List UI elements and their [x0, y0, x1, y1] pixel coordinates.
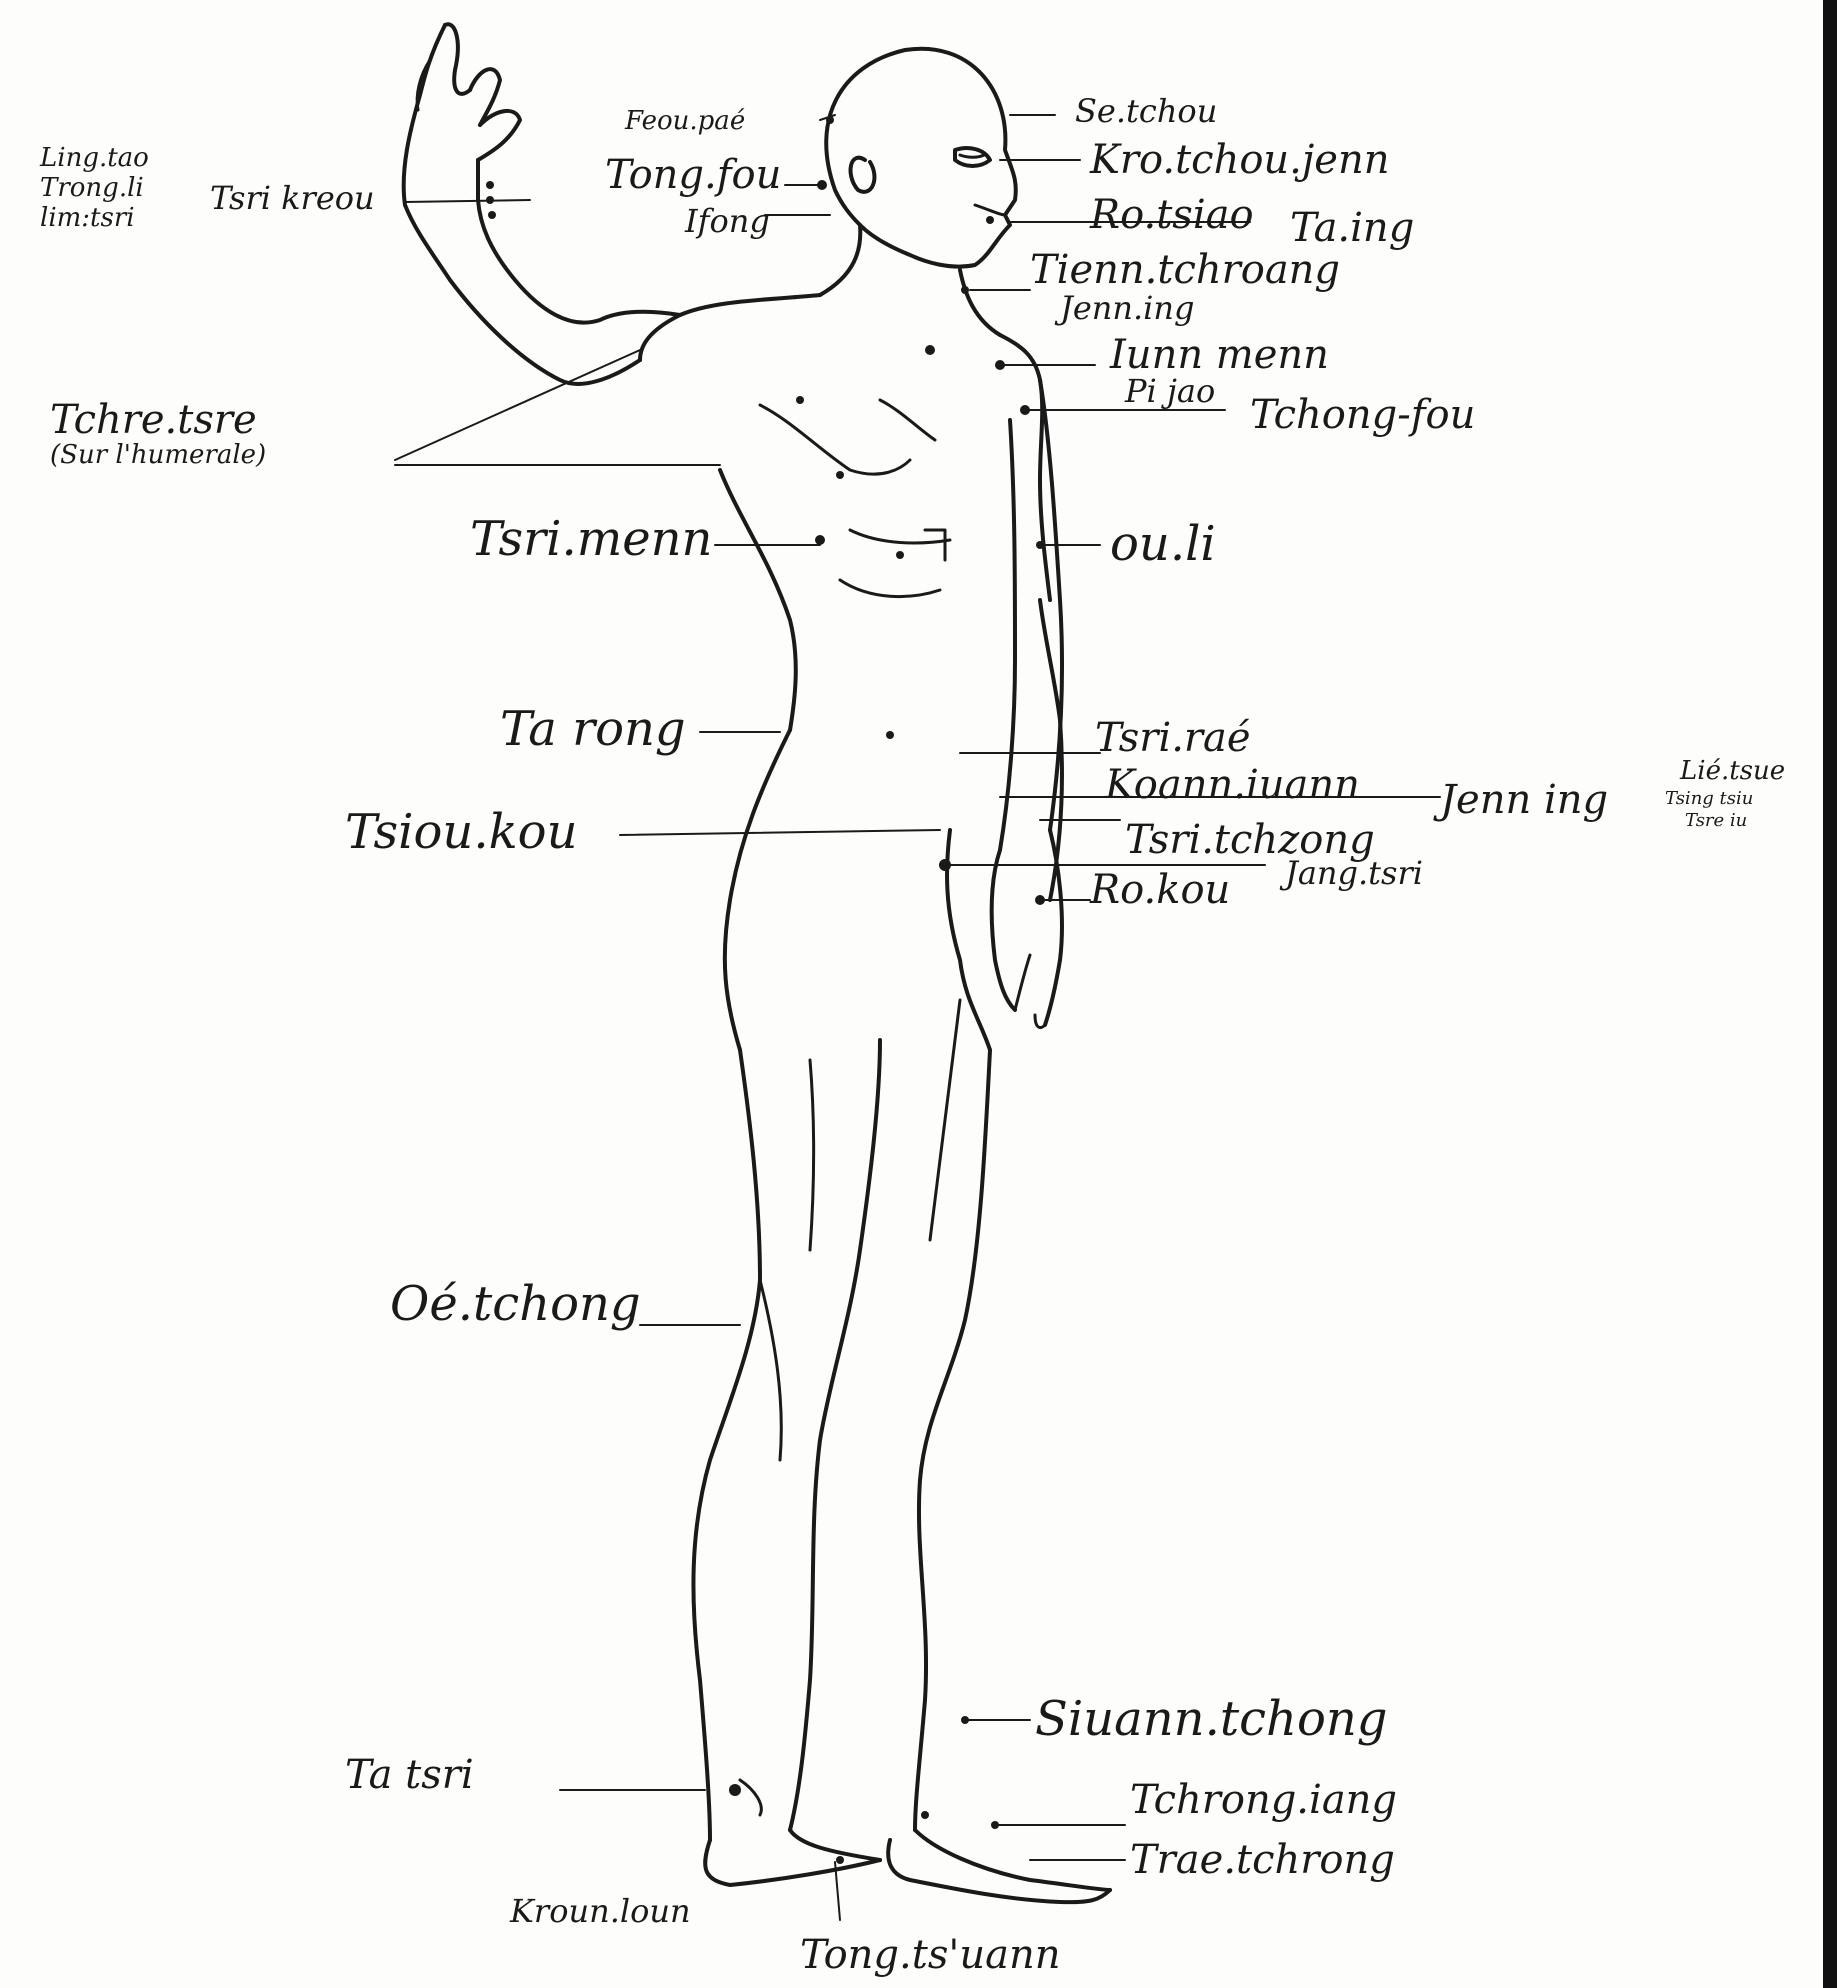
label-tsing-tsiu: Tsing tsiu — [1665, 790, 1753, 808]
label-pi-jao: Pi jao — [1125, 375, 1215, 407]
label-tienn-tchroang: Tienn.tchroang — [1030, 250, 1340, 290]
label-tsiou-kou: Tsiou.kou — [345, 808, 577, 856]
label-iunn-menn: Iunn menn — [1110, 335, 1329, 375]
head-outline — [826, 49, 1016, 267]
legs-outline — [693, 720, 1062, 1840]
label-kroun-loun: Kroun.loun — [510, 1895, 691, 1927]
label-trong-li: Trong.li — [40, 175, 144, 201]
label-oe-tchong: Oé.tchong — [390, 1280, 641, 1328]
label-ro-tsiao: Ro.tsiao — [1090, 195, 1254, 235]
label-feou-pae: Feou.paé — [625, 108, 745, 134]
leader-lines — [395, 115, 1440, 1920]
label-tchrong-iang: Tchrong.iang — [1130, 1780, 1397, 1820]
torso-outline — [640, 225, 1060, 730]
label-tsri-rae: Tsri.raé — [1095, 718, 1251, 758]
label-tong-tsuann: Tong.ts'uann — [800, 1935, 1060, 1975]
scan-edge-shadow — [1823, 0, 1837, 1988]
label-ta-ing: Ta.ing — [1290, 208, 1414, 248]
label-tchre-tsre: Tchre.tsre — [50, 400, 257, 440]
label-trae-tchrong: Trae.tchrong — [1130, 1840, 1395, 1880]
label-ling-tao: Ling.tao — [40, 145, 149, 171]
label-kro-tchou-jenn: Kro.tchou.jenn — [1090, 140, 1390, 180]
label-tsre-iu: Tsre iu — [1685, 812, 1747, 830]
hanging-arm-outline — [992, 380, 1062, 1028]
feet-outline — [705, 1780, 1110, 1902]
label-tsri-menn: Tsri.menn — [470, 515, 712, 563]
label-lie-tsue: Lié.tsue — [1680, 758, 1785, 784]
label-ro-kou: Ro.kou — [1090, 870, 1230, 910]
label-koann-iuann: Koann.iuann — [1105, 765, 1360, 805]
label-tchong-fou: Tchong-fou — [1250, 395, 1475, 435]
label-tsri-kreou: Tsri kreou — [210, 182, 375, 214]
label-siuann-tchong: Siuann.tchong — [1035, 1695, 1387, 1743]
acupoint-dots — [486, 116, 1045, 1864]
label-ou-li: ou.li — [1110, 520, 1216, 568]
label-ta-rong: Ta rong — [500, 705, 686, 753]
label-lim-tsri: lim:tsri — [40, 205, 135, 231]
label-jenn-ing-hand: Jenn ing — [1440, 780, 1608, 820]
label-jenn-ing-neck: Jenn.ing — [1060, 292, 1194, 324]
label-tong-fou: Tong.fou — [605, 155, 781, 195]
raised-arm-outline — [404, 24, 680, 384]
label-ifong: Ifong — [685, 205, 770, 237]
label-jang-tsri: Jang.tsri — [1285, 857, 1423, 889]
label-se-tchou: Se.tchou — [1075, 95, 1217, 127]
label-sur-lhumerale: (Sur l'humerale) — [50, 442, 266, 468]
label-ta-tsri: Ta tsri — [345, 1755, 474, 1795]
